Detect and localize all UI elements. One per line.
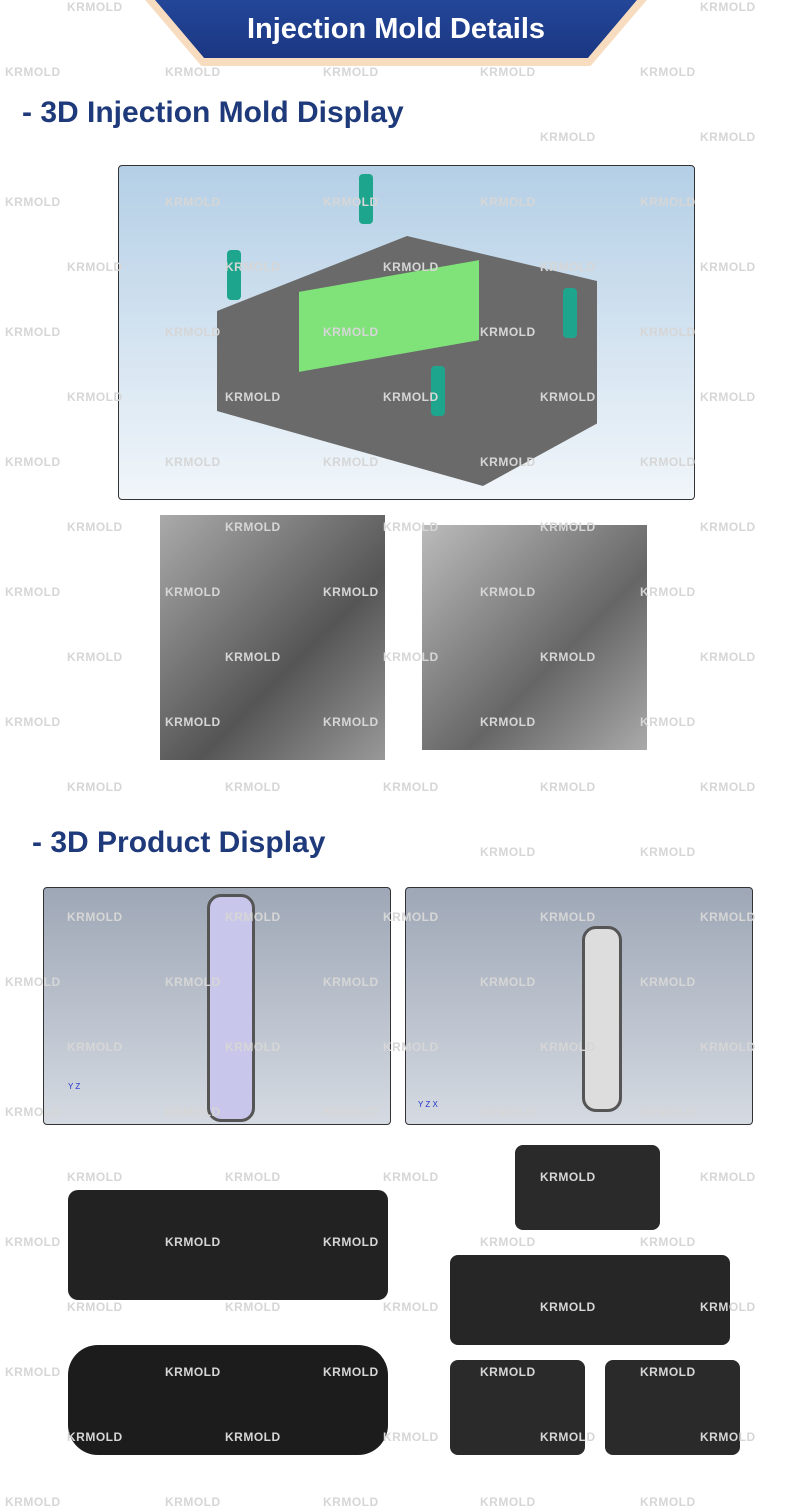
watermark: KRMOLD: [5, 1365, 61, 1379]
watermark: KRMOLD: [5, 455, 61, 469]
vent-product-photo-6: [605, 1360, 740, 1455]
watermark: KRMOLD: [640, 1235, 696, 1249]
watermark: KRMOLD: [700, 1170, 756, 1184]
watermark: KRMOLD: [640, 585, 696, 599]
mold-core-photo: [160, 515, 385, 760]
watermark: KRMOLD: [640, 1495, 696, 1509]
product-cad-front: Y Z: [43, 887, 391, 1125]
watermark: KRMOLD: [480, 1495, 536, 1509]
watermark: KRMOLD: [5, 585, 61, 599]
banner-title: Injection Mold Details: [246, 12, 546, 45]
watermark: KRMOLD: [67, 0, 123, 14]
vent-product-photo-1: [68, 1190, 388, 1300]
watermark: KRMOLD: [700, 260, 756, 274]
watermark: KRMOLD: [383, 1300, 439, 1314]
watermark: KRMOLD: [67, 650, 123, 664]
watermark: KRMOLD: [67, 520, 123, 534]
watermark: KRMOLD: [225, 1170, 281, 1184]
watermark: KRMOLD: [383, 780, 439, 794]
watermark: KRMOLD: [540, 130, 596, 144]
watermark: KRMOLD: [480, 1235, 536, 1249]
watermark: KRMOLD: [225, 780, 281, 794]
vent-product-photo-4: [450, 1255, 730, 1345]
watermark: KRMOLD: [67, 1300, 123, 1314]
watermark: KRMOLD: [165, 1495, 221, 1509]
vent-product-photo-2: [68, 1345, 388, 1455]
watermark: KRMOLD: [5, 715, 61, 729]
section-heading-mold: - 3D Injection Mold Display: [22, 96, 404, 129]
watermark: KRMOLD: [700, 780, 756, 794]
watermark: KRMOLD: [165, 65, 221, 79]
watermark: KRMOLD: [383, 1170, 439, 1184]
vent-product-photo-5: [450, 1360, 585, 1455]
watermark: KRMOLD: [5, 1235, 61, 1249]
watermark: KRMOLD: [5, 1495, 61, 1509]
watermark: KRMOLD: [225, 1300, 281, 1314]
watermark: KRMOLD: [700, 520, 756, 534]
watermark: KRMOLD: [540, 780, 596, 794]
watermark: KRMOLD: [5, 195, 61, 209]
watermark: KRMOLD: [480, 845, 536, 859]
product-cad-iso: Y Z X: [405, 887, 753, 1125]
banner: Injection Mold Details: [150, 0, 642, 58]
watermark: KRMOLD: [323, 65, 379, 79]
axis-triad-icon: Y Z X: [418, 1100, 438, 1109]
watermark: KRMOLD: [5, 65, 61, 79]
mold-3d-render: [118, 165, 695, 500]
watermark: KRMOLD: [700, 390, 756, 404]
watermark: KRMOLD: [67, 1170, 123, 1184]
watermark: KRMOLD: [640, 845, 696, 859]
watermark: KRMOLD: [383, 1430, 439, 1444]
watermark: KRMOLD: [640, 65, 696, 79]
watermark: KRMOLD: [67, 390, 123, 404]
watermark: KRMOLD: [480, 65, 536, 79]
section-heading-product: - 3D Product Display: [32, 826, 326, 859]
watermark: KRMOLD: [323, 1495, 379, 1509]
watermark: KRMOLD: [5, 325, 61, 339]
watermark: KRMOLD: [67, 260, 123, 274]
watermark: KRMOLD: [700, 130, 756, 144]
watermark: KRMOLD: [700, 0, 756, 14]
watermark: KRMOLD: [700, 650, 756, 664]
mold-cavity-photo: [422, 525, 647, 750]
vent-product-photo-3: [515, 1145, 660, 1230]
watermark: KRMOLD: [640, 715, 696, 729]
axis-triad-icon: Y Z: [68, 1082, 81, 1091]
watermark: KRMOLD: [67, 780, 123, 794]
